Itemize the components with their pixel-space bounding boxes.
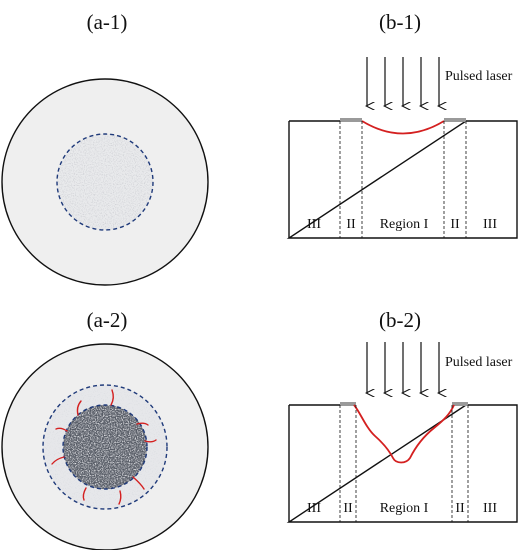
radial-cracks [51, 389, 157, 505]
region-label-ii-left: II [346, 217, 356, 232]
panel-b2: (b-2) Pulsed laser III II Region I II II… [286, 308, 518, 523]
panel-a1: (a-1) [1, 10, 209, 286]
panel-label-a1: (a-1) [87, 10, 128, 34]
crack [110, 389, 114, 406]
pulsed-laser-label: Pulsed laser [445, 69, 513, 84]
laser-arrows [367, 57, 439, 106]
region-label-ii-right: II [455, 501, 465, 516]
panel-a2: (a-2) [1, 308, 209, 550]
crack [136, 422, 149, 426]
region-dividers [339, 405, 469, 522]
dashed-boundary-circle [56, 133, 154, 231]
crack [118, 490, 122, 505]
substrate-cross-section [286, 118, 518, 239]
laser-arrows [367, 342, 439, 393]
panel-label-b1: (b-1) [379, 10, 421, 34]
crack [132, 476, 145, 490]
crater-profile [361, 120, 445, 135]
panel-label-b2: (b-2) [379, 308, 421, 332]
ablated-region [63, 405, 147, 489]
region-label-iii-right: III [483, 501, 497, 516]
region-label-i: Region I [380, 217, 429, 232]
panel-b1: (b-1) Pulsed laser III II Region I II II… [286, 10, 518, 239]
pulsed-laser-label: Pulsed laser [445, 355, 513, 370]
melt-ledge-left [340, 402, 356, 406]
crack [76, 400, 82, 416]
crack [51, 456, 65, 465]
region-dividers [339, 121, 467, 238]
region-label-ii-right: II [450, 217, 460, 232]
inner-dashed-circle [62, 404, 148, 490]
region-label-iii-left: III [307, 217, 321, 232]
crater-profile [353, 404, 455, 464]
crack [55, 427, 68, 432]
region-label-ii-left: II [343, 501, 353, 516]
region-label-i: Region I [380, 501, 429, 516]
region-label-iii-left: III [307, 501, 321, 516]
substrate-cross-section [286, 402, 518, 523]
region-label-iii-right: III [483, 217, 497, 232]
irradiated-area [57, 134, 153, 230]
melt-ledge-right [452, 402, 468, 406]
outer-dashed-circle [42, 384, 168, 510]
crack [82, 487, 87, 501]
crack [144, 439, 157, 443]
melt-ledge-left [340, 118, 362, 122]
panel-label-a2: (a-2) [87, 308, 128, 332]
melt-ledge-right [444, 118, 466, 122]
